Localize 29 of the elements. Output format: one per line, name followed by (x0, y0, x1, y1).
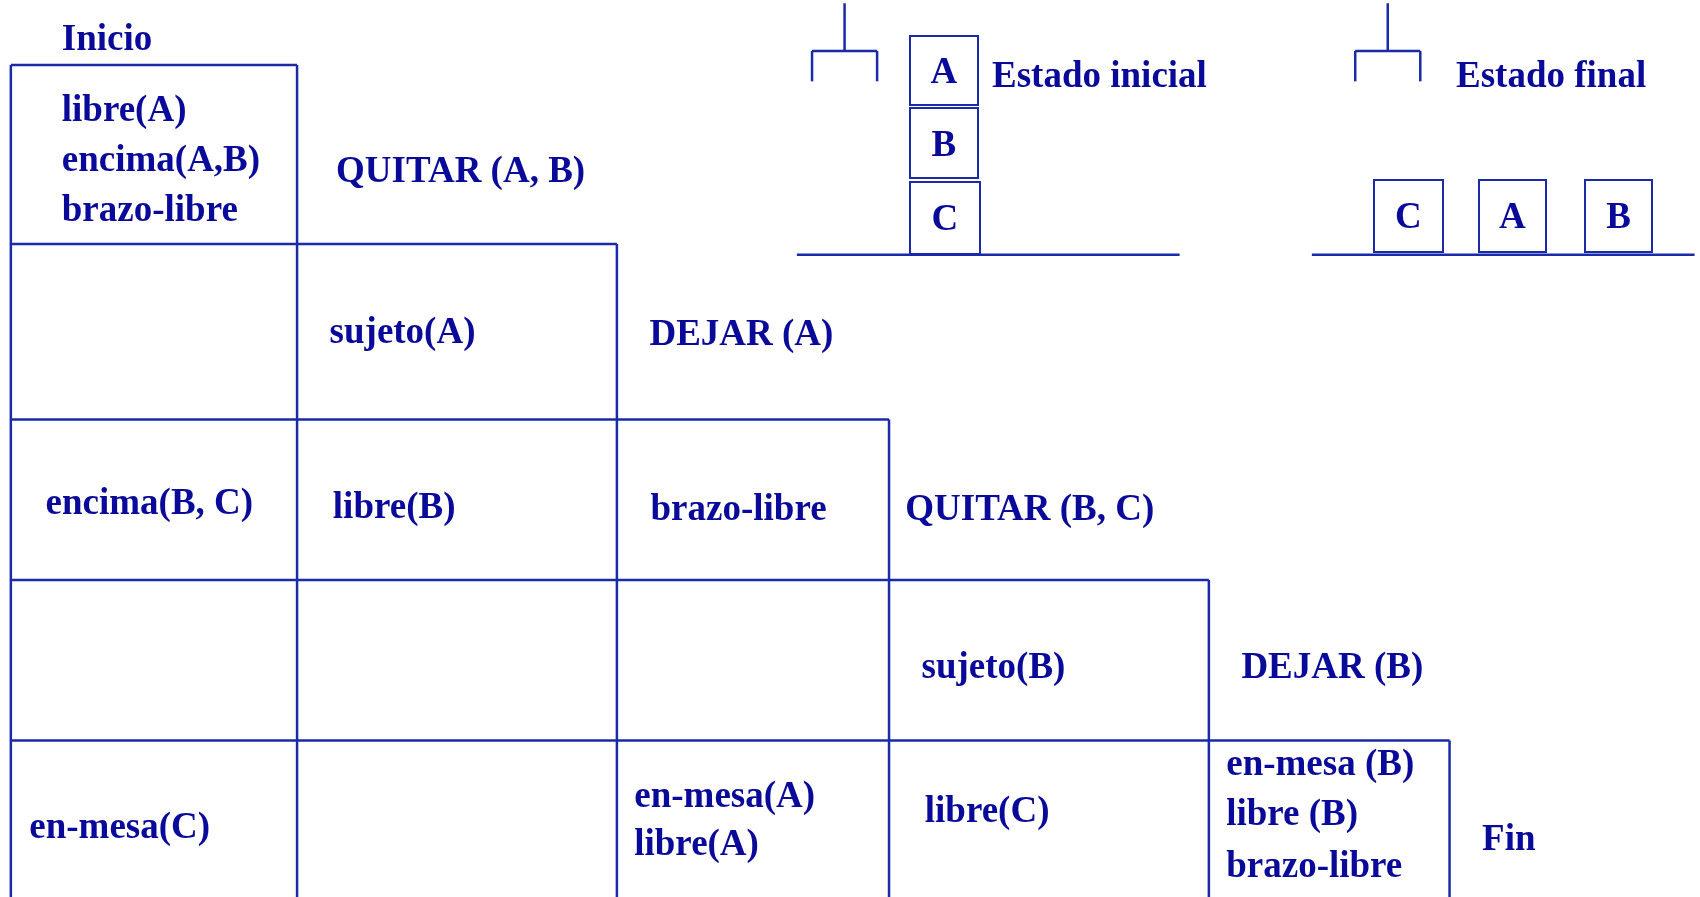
cell-text: libre (B) (1226, 793, 1359, 831)
cell-text: libre(C) (924, 790, 1050, 828)
action-text: QUITAR (B, C) (905, 488, 1155, 526)
block-box: C (1372, 178, 1445, 253)
cell-text: en-mesa(A) (634, 775, 816, 813)
cell-text: sujeto(B) (921, 646, 1066, 684)
column-heading: Inicio (61, 18, 153, 56)
block-box: A (1477, 178, 1548, 253)
block-box: B (908, 107, 979, 179)
cell-text: libre(A) (61, 89, 187, 127)
action-text: DEJAR (B) (1241, 646, 1424, 684)
action-text: DEJAR (A) (649, 313, 834, 351)
cell-text: en-mesa(C) (29, 806, 211, 844)
block-box: A (908, 34, 979, 107)
cell-text: brazo-libre (61, 189, 238, 227)
block-box: C (908, 181, 982, 255)
block-box: B (1584, 178, 1654, 253)
cell-text: sujeto(A) (329, 311, 476, 349)
cell-text: brazo-libre (1226, 845, 1403, 883)
state-caption: Estado final (1456, 55, 1647, 93)
cell-text: brazo-libre (650, 488, 827, 526)
cell-text: encima(B, C) (45, 482, 254, 520)
cell-text: encima(A,B) (61, 139, 261, 177)
column-heading: Fin (1482, 818, 1536, 856)
state-caption: Estado inicial (992, 55, 1207, 93)
action-text: QUITAR (A, B) (336, 150, 586, 188)
cell-text: libre(B) (332, 486, 456, 524)
cell-text: en-mesa (B) (1226, 743, 1415, 781)
cell-text: libre(A) (634, 823, 759, 861)
